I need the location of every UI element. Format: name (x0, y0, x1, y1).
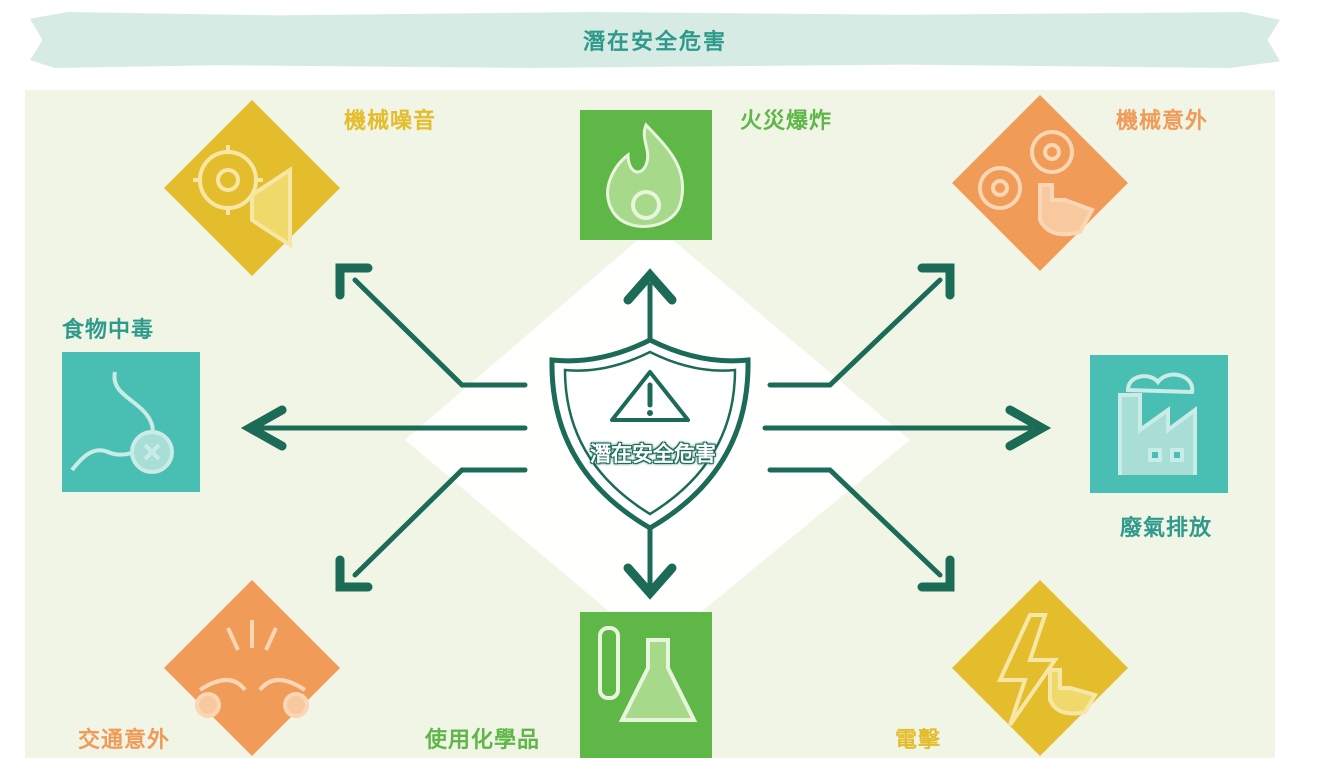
flask-icon (598, 626, 698, 722)
fire-explosion-tile (580, 110, 712, 240)
arrow-down-head (623, 563, 677, 600)
warning-icon (610, 370, 690, 422)
chemicals-tile (580, 612, 712, 758)
title-banner: 潛在安全危害 (30, 12, 1280, 68)
gear-megaphone-icon (193, 145, 292, 249)
arrow-right-head (1005, 405, 1052, 451)
shield-icon (549, 337, 751, 531)
page-title: 潛在安全危害 (582, 30, 727, 55)
hazard-label-fire-explosion: 火災爆炸 (740, 109, 833, 134)
arrow-up-head (623, 268, 677, 305)
stomach-icon (70, 371, 174, 474)
exhaust-gas-tile (1090, 355, 1228, 493)
arrow-lower-left-head (335, 555, 373, 592)
gears-hand-icon (978, 130, 1095, 237)
hazard-label-mechanical-noise: 機械噪音 (344, 109, 437, 134)
arrows (240, 263, 1052, 600)
electric-shock-tile (952, 580, 1128, 756)
arrow-upper-left (352, 277, 528, 388)
factory-icon (1118, 372, 1197, 475)
center-label: 潛在安全危害 (590, 442, 716, 466)
hazard-label-electric-shock: 電擊 (895, 728, 942, 753)
lightning-hand-icon (996, 613, 1099, 727)
arrow-upper-left-head (335, 263, 373, 300)
hazard-label-chemicals: 使用化學品 (425, 728, 541, 753)
mechanical-noise-tile (164, 100, 340, 276)
hazard-label-mechanical-accident: 機械意外 (1116, 109, 1209, 134)
mechanical-accident-tile (952, 95, 1128, 271)
food-poisoning-tile (62, 352, 200, 492)
hazard-label-food-poisoning: 食物中毒 (62, 318, 155, 343)
hazard-label-exhaust-gas: 廢氣排放 (1120, 516, 1213, 541)
arrow-lower-right-head (917, 555, 955, 592)
traffic-accident-tile (164, 580, 340, 756)
arrow-upper-right-head (917, 263, 955, 300)
arrow-left-head (240, 405, 287, 451)
car-crash-icon (195, 620, 309, 718)
arrow-lower-right (767, 467, 943, 578)
hazard-label-traffic-accident: 交通意外 (78, 728, 171, 753)
arrow-upper-right (767, 277, 943, 388)
arrow-lower-left (352, 467, 528, 578)
flame-icon (606, 122, 685, 228)
